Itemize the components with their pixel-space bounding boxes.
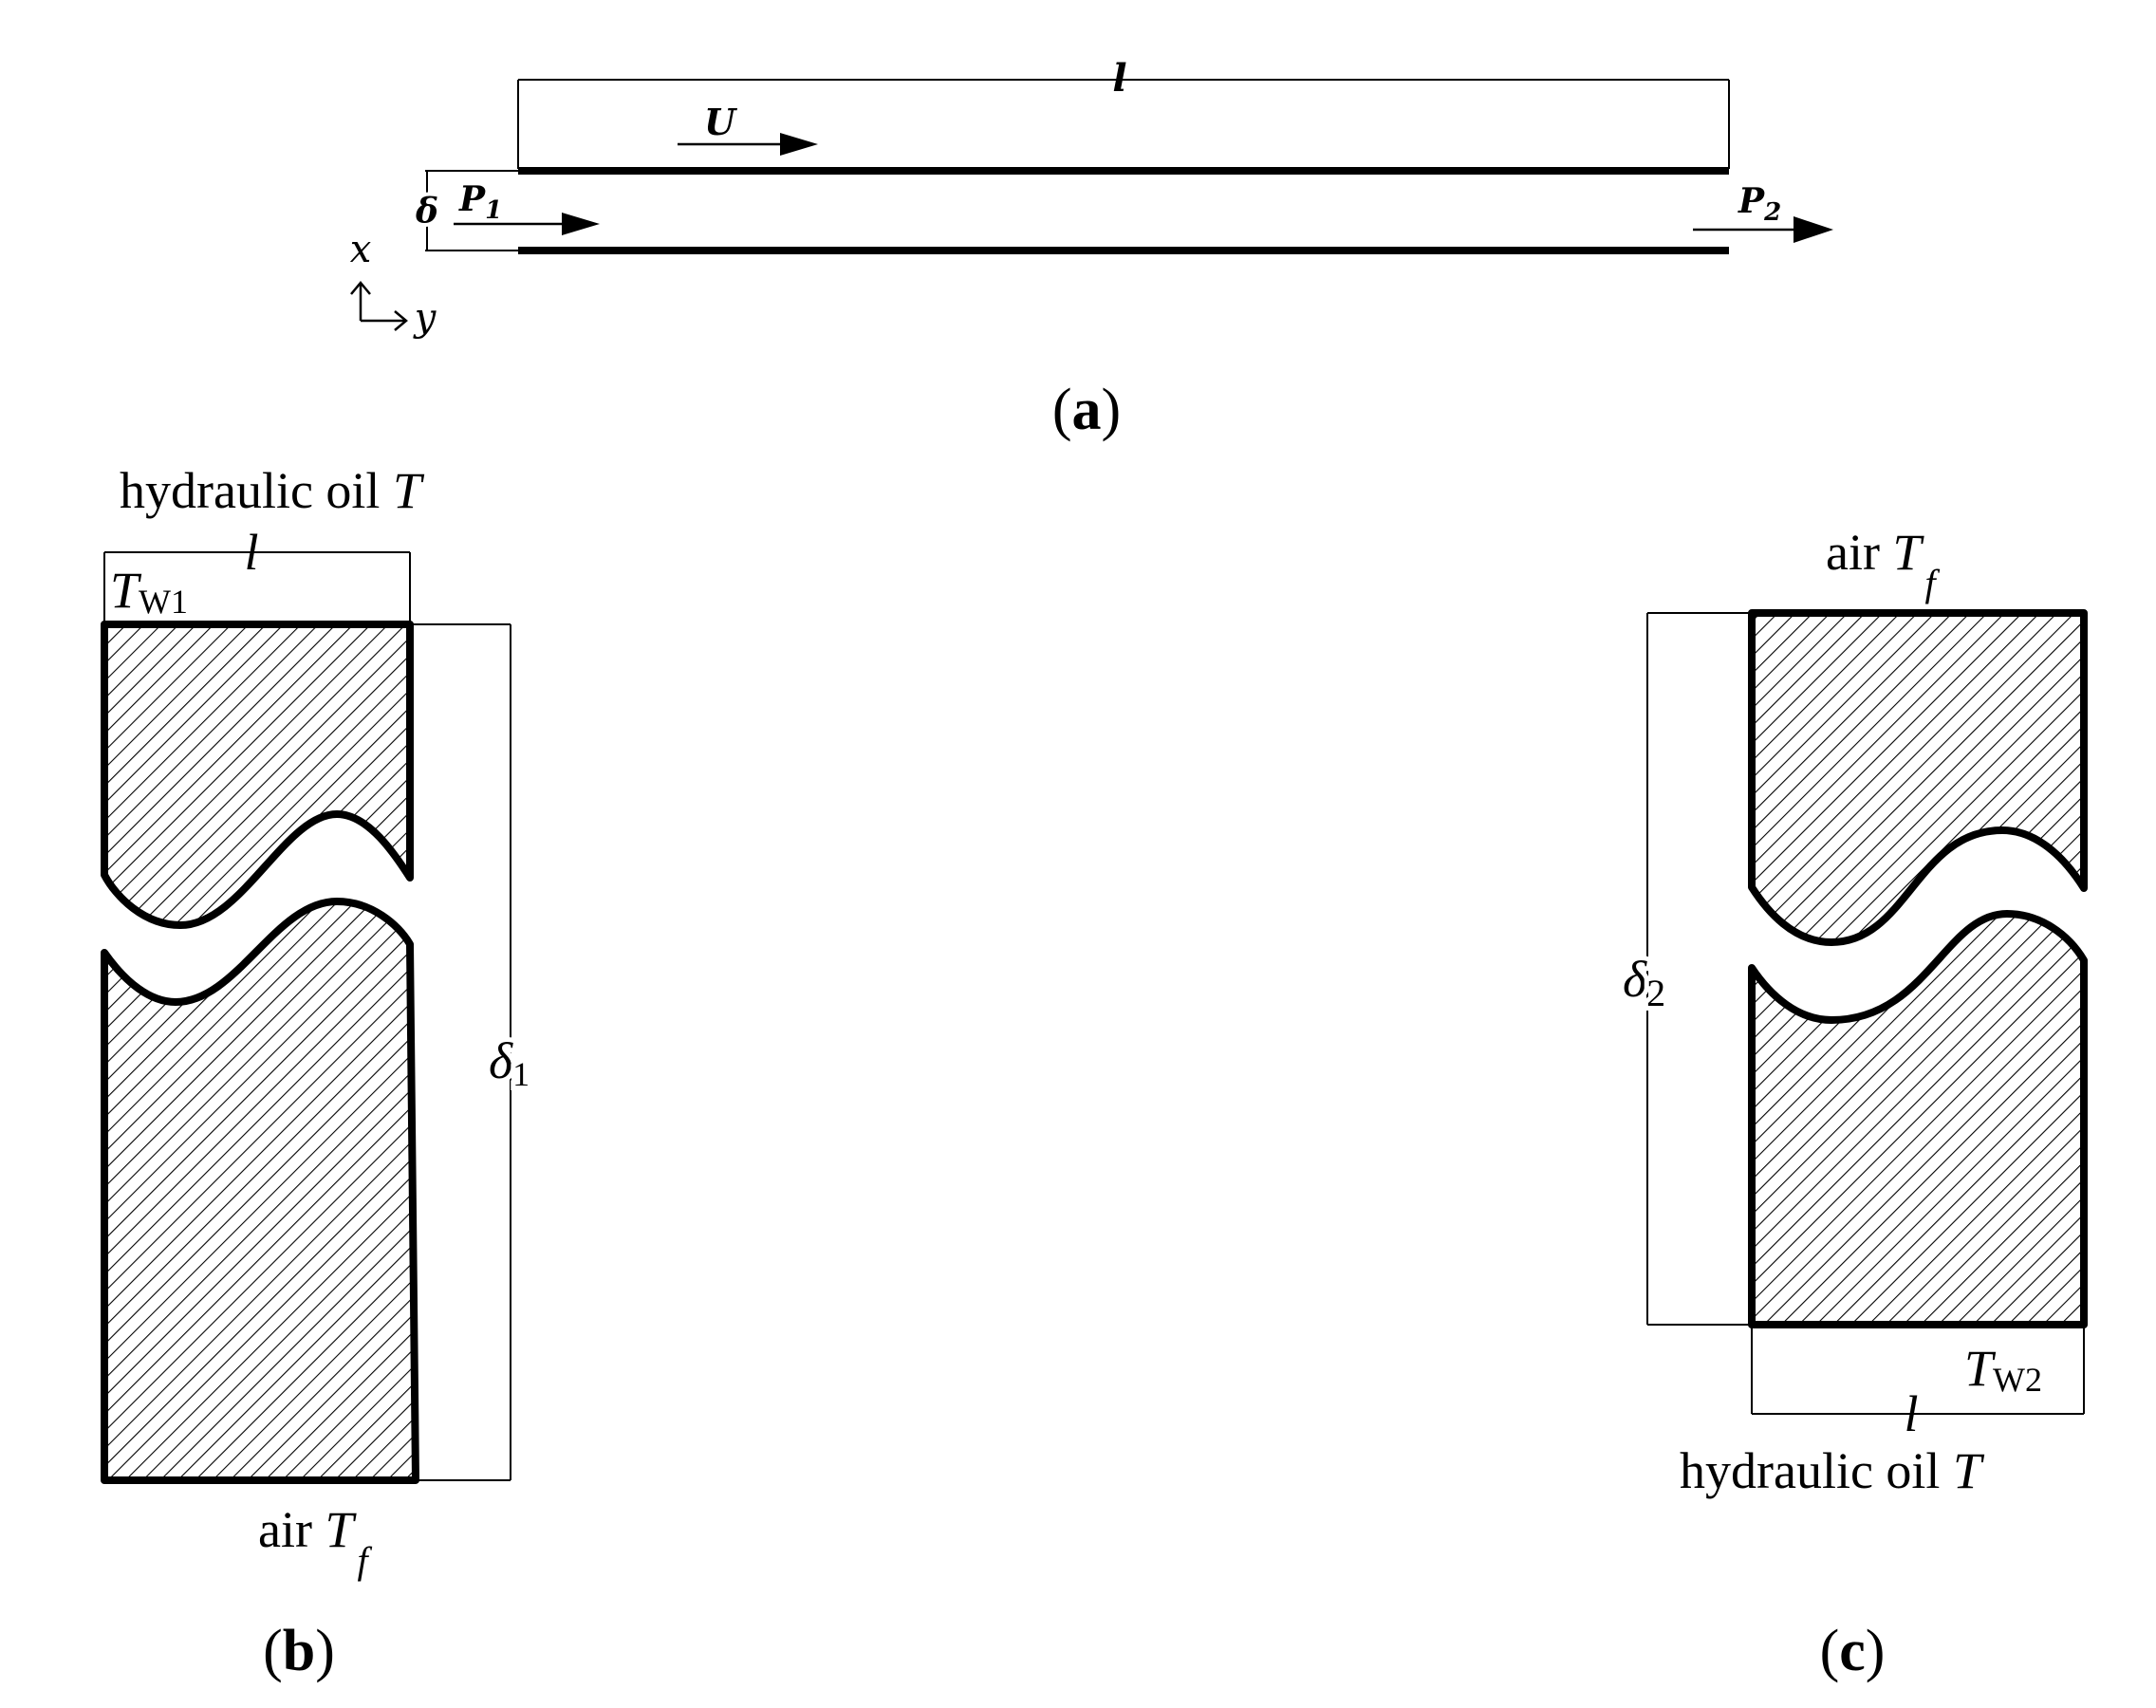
- gap-label: δ: [415, 192, 438, 232]
- caption-a: (a): [1052, 378, 1121, 442]
- caption-c: (c): [1820, 1619, 1886, 1683]
- top-medium-label-b: hydraulic oil T: [120, 462, 425, 519]
- length-dimension-c: [1751, 1325, 2085, 1415]
- bottom-medium-label-b: air Tf: [258, 1501, 373, 1582]
- thickness-label-c: δ2: [1623, 951, 1665, 1014]
- gap-dimension: [425, 170, 518, 251]
- length-dimension-b: [103, 551, 411, 624]
- thickness-dimension-c: [1646, 612, 1752, 1326]
- length-dimension-a: [517, 79, 1730, 169]
- velocity-arrow: [678, 133, 818, 156]
- top-medium-label-c: air Tf: [1826, 524, 1941, 604]
- axis-y-label: y: [413, 296, 437, 340]
- wall-temp-label-b: TW1: [110, 562, 188, 621]
- wall-block-lower-b: [101, 898, 419, 1484]
- length-label-b: l: [244, 524, 258, 581]
- thickness-dimension-b: [410, 623, 511, 1481]
- inlet-pressure-arrow: [454, 213, 600, 235]
- panel-b: hydraulic oil T l TW1 δ1 air Tf (b): [101, 462, 534, 1683]
- thickness-label-b: δ1: [489, 1032, 530, 1093]
- velocity-label: U: [704, 101, 738, 143]
- caption-b: (b): [263, 1619, 335, 1683]
- axis-x-label: x: [350, 228, 372, 271]
- wall-temp-label-c: TW2: [1964, 1340, 2042, 1399]
- wall-block-upper-c: [1748, 609, 2088, 946]
- inlet-pressure-label: P1: [458, 179, 502, 225]
- wall-block-upper-b: [101, 621, 414, 929]
- outlet-pressure-label: P2: [1738, 181, 1781, 227]
- panel-a: l δ U P1 P2 x: [350, 56, 1833, 442]
- wall-block-lower-c: [1748, 910, 2088, 1328]
- length-label-a: l: [1112, 56, 1126, 101]
- bottom-medium-label-c: hydraulic oil T: [1680, 1442, 1985, 1499]
- length-label-c: l: [1904, 1385, 1918, 1442]
- outlet-pressure-arrow: [1693, 216, 1833, 243]
- panel-c: air Tf δ2 TW2 l hydraulic oil T (c): [1618, 524, 2088, 1683]
- axis-arrows: [350, 281, 408, 331]
